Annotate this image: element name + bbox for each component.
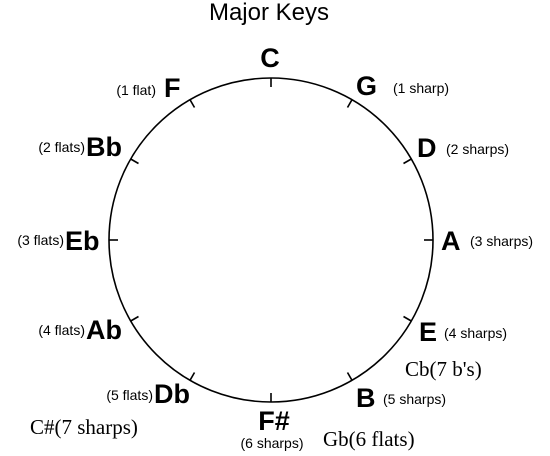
tick-mark: [189, 372, 196, 381]
accidentals-db: (5 flats): [106, 387, 153, 403]
accidentals-eb: (3 flats): [17, 232, 64, 248]
tick-mark: [130, 158, 139, 165]
key-label-e: E: [419, 317, 437, 347]
accidentals-ab: (4 flats): [38, 322, 85, 338]
key-label-c: C: [260, 43, 280, 73]
enharmonic-csharp: C#(7 sharps): [30, 415, 138, 439]
tick-mark: [346, 372, 353, 381]
key-label-d: D: [417, 133, 437, 163]
accidentals-a: (3 sharps): [470, 233, 533, 249]
key-label-f: F: [164, 73, 181, 103]
tick-marks: [109, 78, 433, 402]
key-label-b: B: [356, 383, 376, 413]
accidentals-fsharp: (6 sharps): [240, 435, 303, 451]
accidentals-d: (2 sharps): [446, 141, 509, 157]
accidentals-g: (1 sharp): [393, 80, 449, 96]
key-label-db: Db: [154, 379, 190, 409]
key-label-g: G: [356, 71, 377, 101]
accidentals-bb: (2 flats): [38, 139, 85, 155]
accidentals-e: (4 sharps): [444, 325, 507, 341]
key-label-ab: Ab: [86, 315, 122, 345]
key-label-fsharp: F#: [258, 406, 290, 436]
enharmonic-cb: Cb(7 b's): [405, 357, 482, 381]
accidentals-b: (5 sharps): [383, 391, 446, 407]
tick-mark: [189, 99, 196, 108]
tick-mark: [403, 315, 412, 322]
accidentals-f: (1 flat): [116, 82, 156, 98]
tick-mark: [130, 315, 139, 322]
key-circle: [108, 77, 434, 403]
enharmonic-gb: Gb(6 flats): [323, 427, 415, 451]
key-label-a: A: [441, 226, 461, 256]
tick-mark: [346, 99, 353, 108]
tick-mark: [403, 158, 412, 165]
key-label-eb: Eb: [65, 226, 100, 256]
key-label-bb: Bb: [86, 132, 122, 162]
diagram-title: Major Keys: [209, 0, 329, 26]
